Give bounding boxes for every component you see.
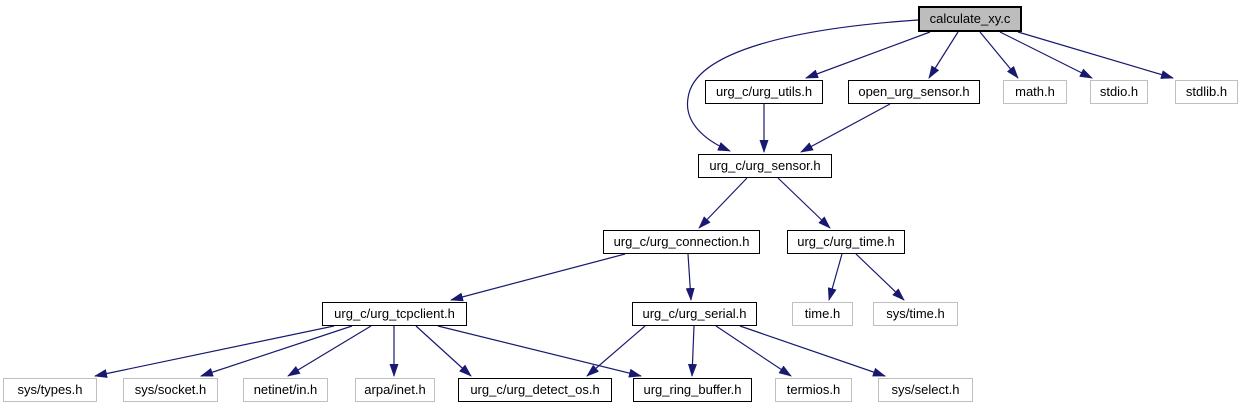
node-urg-connection-h[interactable]: urg_c/urg_connection.h [603,230,760,254]
node-urg-sensor-h[interactable]: urg_c/urg_sensor.h [698,154,832,178]
edge-urg-serial-h-to-urg-detect-os-h [586,325,646,377]
edge-urg-sensor-h-to-urg-time-h [777,177,831,229]
node-math-h: math.h [1003,80,1067,104]
edge-calculate-xy-c-to-urg-utils-h [805,31,931,79]
node-netinet-in-h: netinet/in.h [243,378,328,402]
edge-open-urg-sensor-h-to-urg-sensor-h [800,103,891,153]
edge-calculate-xy-c-to-math-h [979,31,1019,79]
node-time-h: time.h [792,302,853,326]
edge-urg-connection-h-to-urg-tcpclient-h [450,253,626,302]
node-sys-select-h: sys/select.h [878,378,973,402]
edge-urg-sensor-h-to-urg-connection-h [698,177,748,229]
node-urg-time-h[interactable]: urg_c/urg_time.h [787,230,905,254]
edge-urg-connection-h-to-urg-serial-h [685,253,695,301]
node-calculate-xy-c: calculate_xy.c [918,6,1022,32]
node-arpa-inet-h: arpa/inet.h [355,378,435,402]
edge-urg-tcpclient-h-to-urg-ring-buffer-h [437,325,642,378]
node-stdio-h: stdio.h [1090,80,1148,104]
edge-calculate-xy-c-to-stdlib-h [1017,31,1174,79]
edge-urg-serial-h-to-termios-h [715,325,792,377]
edge-urg-time-h-to-sys-time-h [855,253,905,301]
edge-urg-tcpclient-h-to-sys-types-h [94,325,335,378]
edge-urg-time-h-to-time-h [827,253,843,301]
node-stdlib-h: stdlib.h [1175,80,1238,104]
edge-urg-tcpclient-h-to-sys-socket-h [200,325,353,377]
node-sys-types-h: sys/types.h [3,378,97,402]
node-urg-serial-h[interactable]: urg_c/urg_serial.h [632,302,757,326]
edge-urg-tcpclient-h-to-netinet-in-h [287,325,372,377]
node-urg-tcpclient-h[interactable]: urg_c/urg_tcpclient.h [322,302,467,326]
node-termios-h: termios.h [775,378,852,402]
node-sys-time-h: sys/time.h [873,302,958,326]
edge-urg-tcpclient-h-to-urg-detect-os-h [415,325,472,377]
node-urg-ring-buffer-h[interactable]: urg_ring_buffer.h [633,378,752,402]
edge-calculate-xy-c-to-urg-sensor-h [686,19,919,152]
node-urg-detect-os-h[interactable]: urg_c/urg_detect_os.h [458,378,612,402]
edge-calculate-xy-c-to-stdio-h [999,31,1093,79]
node-urg-utils-h[interactable]: urg_c/urg_utils.h [705,80,823,104]
node-sys-socket-h: sys/socket.h [123,378,218,402]
node-open-urg-sensor-h[interactable]: open_urg_sensor.h [848,80,980,104]
edge-calculate-xy-c-to-open-urg-sensor-h [928,31,959,79]
edge-urg-serial-h-to-sys-select-h [739,325,886,377]
edge-urg-serial-h-to-urg-ring-buffer-h [687,325,697,377]
